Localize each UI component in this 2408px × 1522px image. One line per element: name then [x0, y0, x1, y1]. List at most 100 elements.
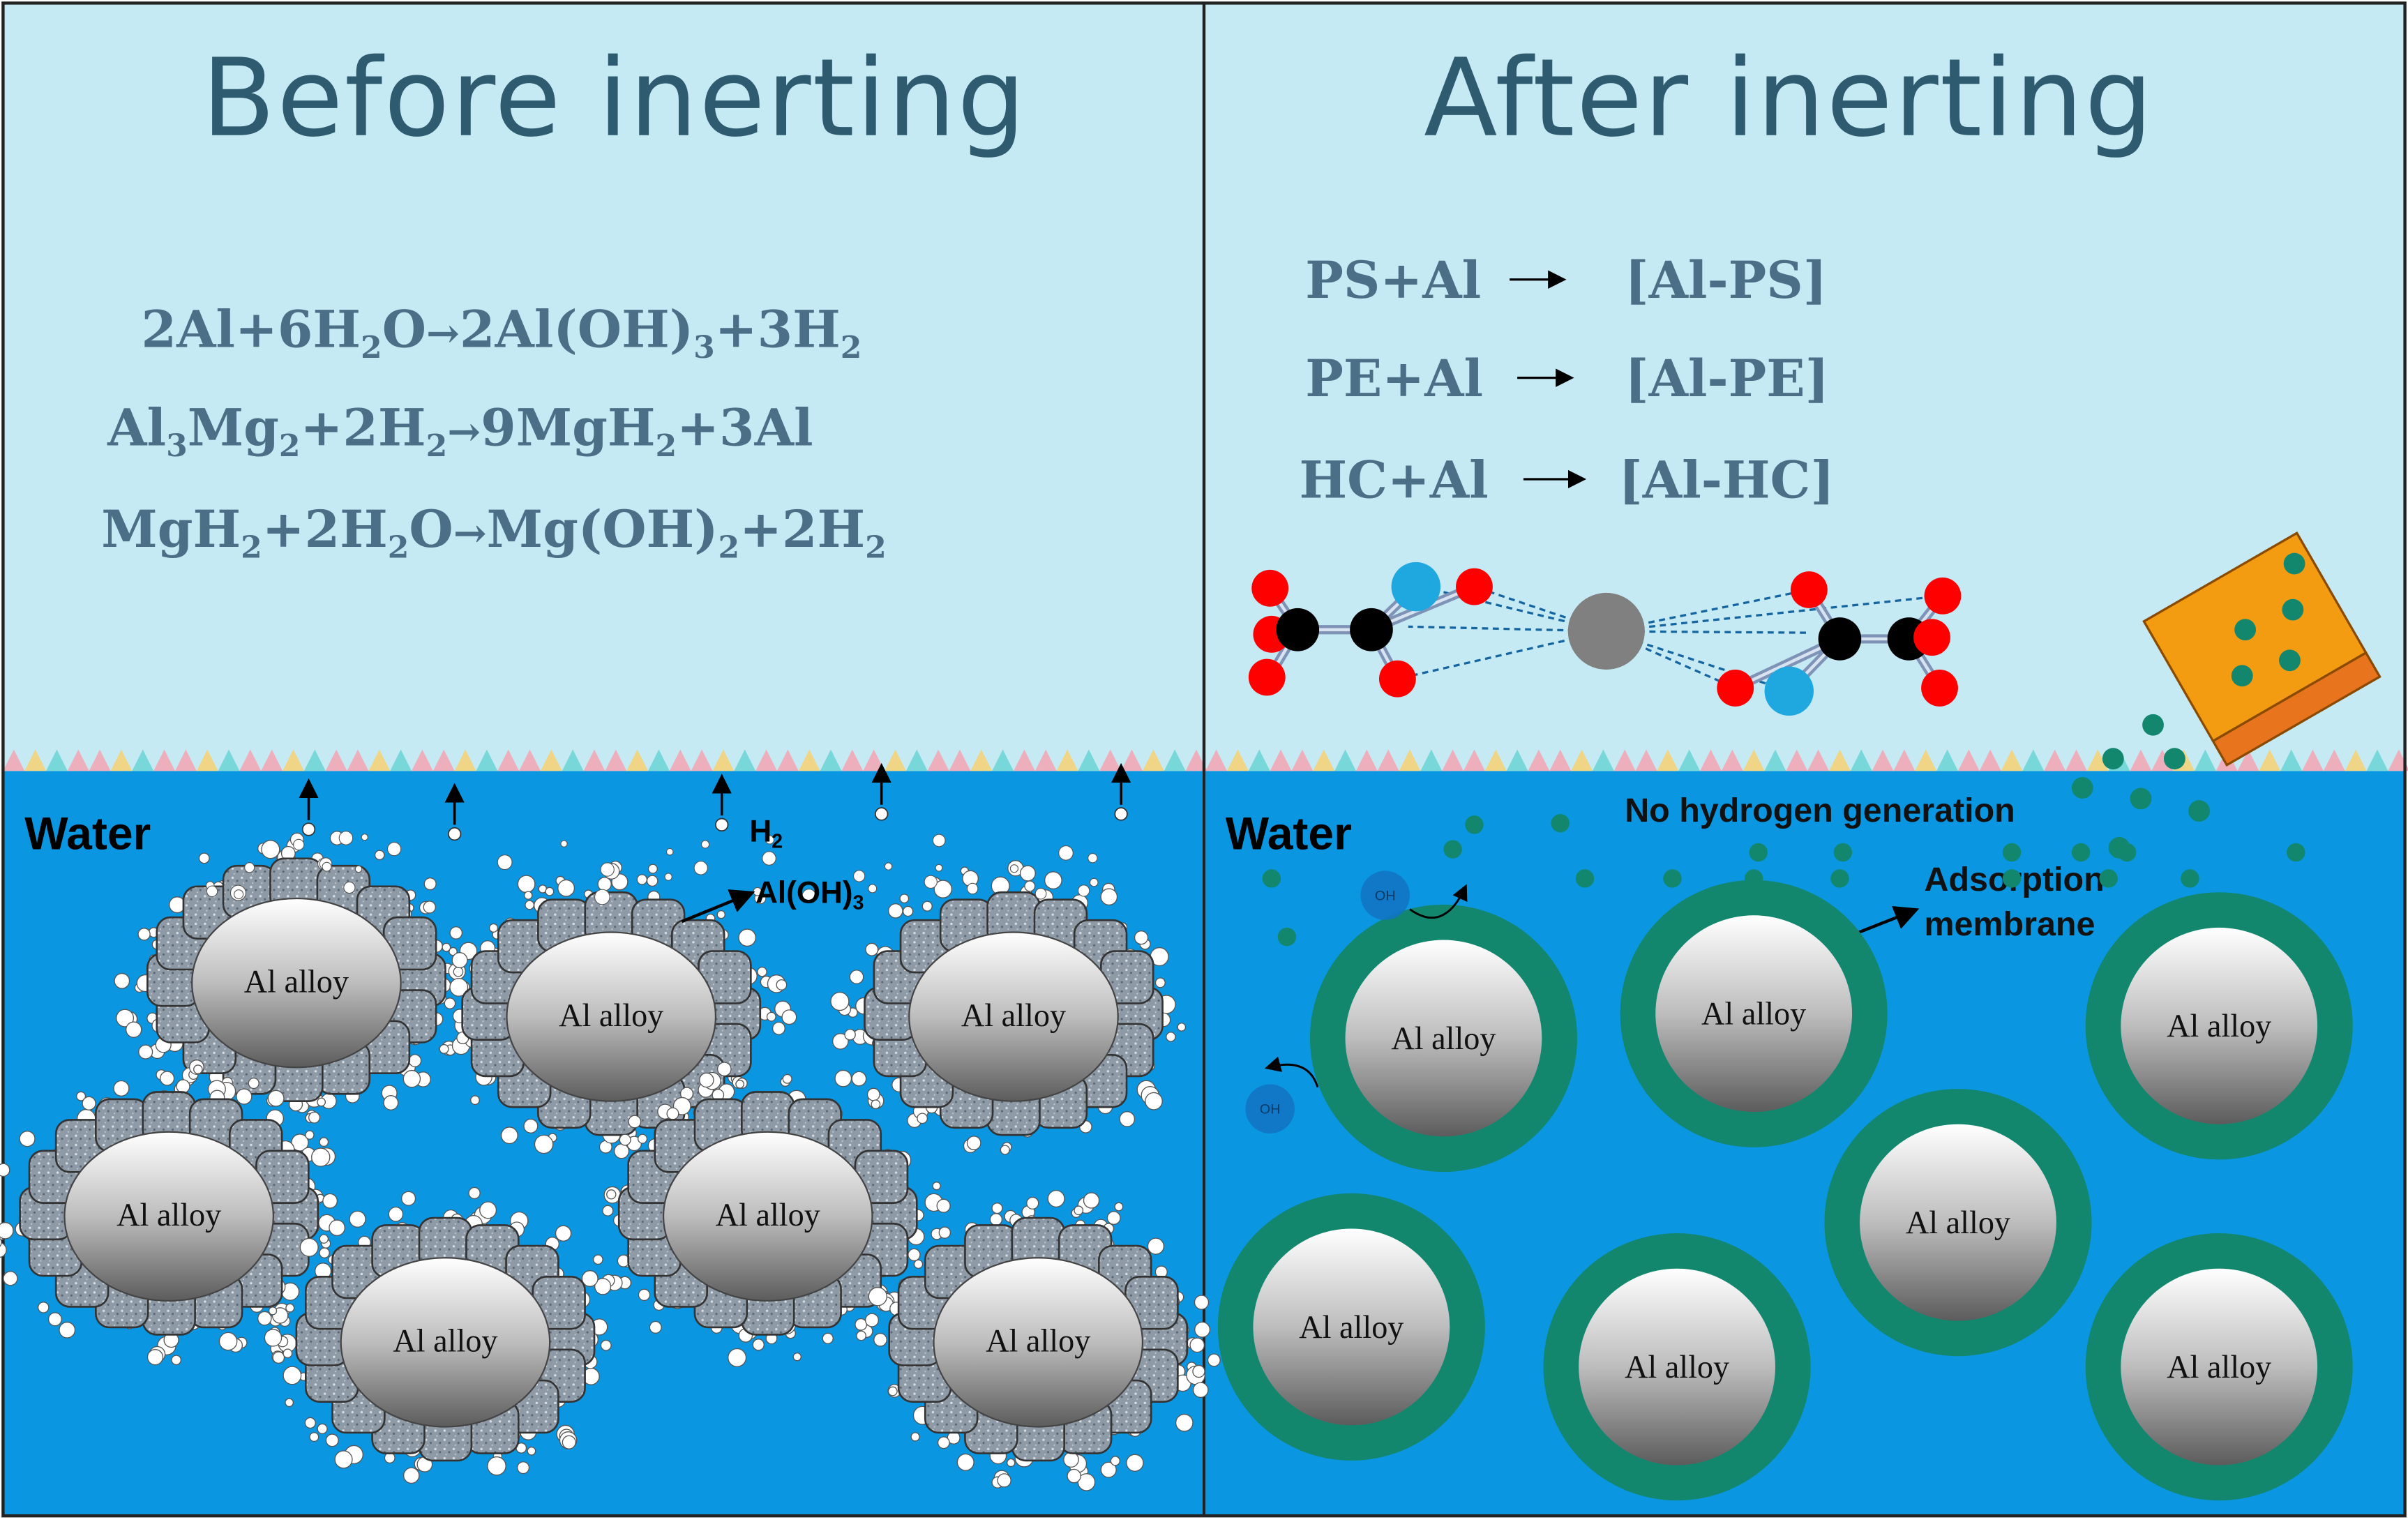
equation-3: MgH2+2H2O→Mg(OH)2+2H2: [101, 500, 887, 565]
alloy-label: Al alloy: [1299, 1309, 1404, 1345]
corroded-alloy-particle: Al alloy: [114, 831, 478, 1128]
surface-triangle: [1355, 749, 1378, 771]
inhibitor-particles: [2071, 552, 2305, 859]
surface-triangle: [949, 749, 971, 771]
surface-triangle: [2280, 749, 2303, 771]
coated-alloy-particle: Al alloy: [2085, 892, 2353, 1160]
nitrogen-atom: [1764, 666, 1814, 716]
surface-triangle: [626, 749, 649, 771]
inhibitor-dot: [1575, 869, 1595, 888]
surface-triangle: [1829, 749, 1851, 771]
before-equations: 2Al+6H2O→2Al(OH)3+3H2Al3Mg2+2H2→9MgH2+3A…: [101, 301, 887, 566]
surface-triangle: [1185, 749, 1207, 771]
oxygen-atom: [1924, 577, 1962, 615]
coated-alloy-particle: Al alloy: [1824, 1089, 2092, 1357]
oxygen-atom: [1790, 571, 1828, 608]
surface-triangle: [2044, 749, 2066, 771]
inhibitor-dot: [2099, 869, 2118, 888]
after-title: After inerting: [1424, 36, 2154, 161]
reaction-1-left: PS+Al: [1305, 251, 1481, 310]
surface-triangle: [1377, 749, 1399, 771]
inhibitor-particle: [2283, 552, 2305, 575]
surface-triangle: [820, 749, 842, 771]
reaction-2-right: [Al-PE]: [1625, 349, 1829, 409]
surface-triangle: [132, 749, 154, 771]
surface-triangle: [1764, 749, 1786, 771]
coated-alloy-particle: Al alloy: [1217, 1193, 1485, 1461]
aloh-arrow: [681, 889, 755, 924]
surface-triangle: [712, 749, 735, 771]
surface-triangle: [1056, 749, 1078, 771]
surface-triangle: [691, 749, 713, 771]
surface-triangle: [755, 749, 777, 771]
corroded-alloy-particle: Al alloy: [264, 1186, 615, 1484]
surface-triangle: [24, 749, 47, 771]
corroded-alloy-particle: Al alloy: [593, 1062, 951, 1367]
water-label-right: Water: [1226, 808, 1352, 859]
oxygen-atom: [1913, 619, 1950, 656]
surface-triangle: [1270, 749, 1292, 771]
equation-1: 2Al+6H2O→2Al(OH)3+3H2: [142, 301, 862, 366]
surface-triangle: [970, 749, 993, 771]
inhibitor-particle: [2234, 619, 2257, 641]
inhibitor-particle: [2071, 777, 2093, 799]
membrane-label-2: membrane: [1925, 905, 2095, 943]
surface-triangle: [605, 749, 627, 771]
inhibitor-particle: [2130, 788, 2152, 810]
inhibitor-dot: [1833, 843, 1853, 862]
surface-triangle: [2345, 749, 2367, 771]
molecule-complex: [1248, 562, 1962, 716]
surface-triangle: [153, 749, 175, 771]
surface-triangle: [1484, 749, 1507, 771]
svg-text:OH: OH: [1260, 1101, 1281, 1117]
alloy-label: Al alloy: [2167, 1349, 2271, 1385]
oxygen-atom: [1378, 660, 1416, 698]
inhibitor-dot: [1830, 869, 1849, 888]
alloy-label: Al alloy: [1906, 1205, 2010, 1240]
inhibitor-dot: [2071, 843, 2091, 862]
carbon-atom: [1276, 608, 1320, 651]
coated-alloy-particle: Al alloy: [1543, 1233, 1811, 1501]
surface-triangle: [1142, 749, 1164, 771]
alloy-label: Al alloy: [1625, 1349, 1729, 1385]
alloy-label: Al alloy: [244, 963, 349, 999]
before-title: Before inerting: [202, 36, 1027, 161]
surface-triangle: [648, 749, 670, 771]
surface-triangle: [1463, 749, 1485, 771]
alloy-label: Al alloy: [961, 997, 1066, 1033]
reaction-2-left: PE+Al: [1305, 349, 1483, 409]
surface-triangle: [1442, 749, 1464, 771]
surface-triangle: [1014, 749, 1035, 771]
surface-triangle: [2388, 749, 2408, 771]
membrane-arrow: [1854, 905, 1920, 935]
oxygen-atom: [1921, 669, 1958, 707]
surface-triangle: [1613, 749, 1636, 771]
surface-triangle: [1635, 749, 1657, 771]
water-surface-pattern: [3, 749, 2408, 771]
surface-triangle: [1034, 749, 1057, 771]
surface-triangle: [669, 749, 691, 771]
oh-ion-1: OH: [1360, 871, 1468, 920]
surface-triangle: [261, 749, 283, 771]
oxygen-atom: [1456, 568, 1493, 605]
h2-label: H2: [749, 815, 783, 853]
nitrogen-atom: [1391, 562, 1441, 612]
surface-triangle: [1506, 749, 1528, 771]
surface-triangle: [283, 749, 304, 771]
inhibitor-box: [2142, 531, 2381, 767]
surface-triangle: [992, 749, 1014, 771]
surface-triangle: [67, 749, 89, 771]
surface-triangle: [1592, 749, 1614, 771]
surface-triangle: [562, 749, 584, 771]
surface-triangle: [1420, 749, 1443, 771]
oxygen-atom: [1717, 669, 1754, 707]
oxygen-atom: [1251, 569, 1289, 607]
surface-triangle: [1936, 749, 1958, 771]
reaction-1-right: [Al-PS]: [1625, 251, 1827, 310]
alloy-label: Al alloy: [1391, 1020, 1496, 1056]
surface-triangle: [174, 749, 197, 771]
surface-triangle: [2022, 749, 2045, 771]
inhibitor-dot: [1749, 843, 1768, 862]
